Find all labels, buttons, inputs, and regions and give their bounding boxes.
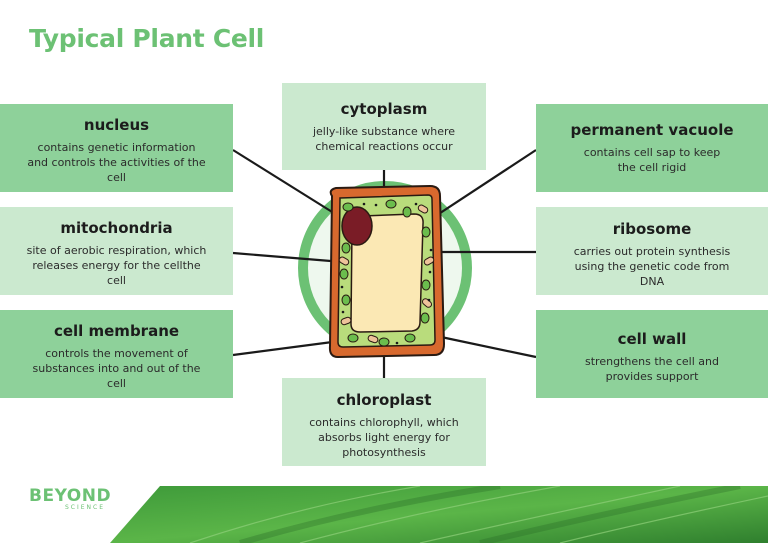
label-chloroplast-desc: contains chlorophyll, which absorbs ligh… — [309, 416, 459, 459]
ribosome-dot — [362, 202, 366, 206]
label-nucleus-desc: contains genetic information and control… — [27, 141, 206, 184]
ribosomes — [340, 202, 433, 345]
chloroplast-1 — [342, 202, 354, 212]
ribosome-dot — [340, 285, 344, 289]
ribosome-dot — [395, 341, 399, 345]
mitochondrion-4 — [338, 256, 350, 266]
label-cell-wall: cell wall strengthens the cell and provi… — [536, 310, 768, 398]
beyond-science-logo[interactable]: BEYOND SCIENCE — [29, 486, 111, 511]
chloroplast-3 — [402, 206, 412, 218]
logo-sub-text: SCIENCE — [65, 504, 106, 511]
mitochondrion-1 — [417, 204, 429, 214]
label-mitochondria-title: mitochondria — [60, 219, 173, 237]
chloroplast-12 — [404, 333, 416, 343]
label-cell-wall-title: cell wall — [617, 330, 687, 348]
leaf-banner-image — [110, 486, 768, 543]
label-nucleus-title: nucleus — [83, 116, 150, 134]
chloroplast-4 — [421, 226, 431, 238]
chloroplast-2 — [385, 199, 397, 209]
label-permanent-vacuole-title: permanent vacuole — [570, 121, 734, 139]
label-ribosome-desc: carries out protein synthesis using the … — [573, 245, 731, 288]
label-chloroplast-title: chloroplast — [336, 391, 432, 409]
ribosome-dot — [414, 202, 418, 206]
logo-main-text: BEYOND — [29, 486, 112, 506]
chloroplast-11 — [378, 337, 390, 347]
label-nucleus: nucleus contains genetic information and… — [0, 104, 233, 192]
leader-mitochondria — [232, 251, 344, 264]
chloroplast-9 — [341, 294, 351, 306]
leader-membrane — [232, 339, 341, 357]
label-cell-membrane: cell membrane controls the movement of s… — [0, 310, 233, 398]
label-cytoplasm-title: cytoplasm — [340, 100, 428, 118]
mitochondria — [338, 204, 435, 344]
label-mitochondria-desc: site of aerobic respiration, which relea… — [26, 244, 207, 287]
mitochondrion-5 — [340, 316, 352, 326]
label-cytoplasm-desc: jelly-like substance where chemical reac… — [312, 125, 456, 153]
nucleus-shape — [341, 206, 373, 246]
ribosome-dot — [341, 310, 345, 314]
label-chloroplast: chloroplast contains chlorophyll, which … — [282, 378, 486, 466]
mitochondrion-6 — [367, 334, 379, 344]
label-permanent-vacuole: permanent vacuole contains cell sap to k… — [536, 104, 768, 192]
label-ribosome: ribosome carries out protein synthesis u… — [536, 207, 768, 295]
label-cell-membrane-title: cell membrane — [53, 322, 180, 340]
ribosome-dot — [429, 248, 433, 252]
chloroplast-7 — [341, 242, 351, 254]
ribosome-dot — [428, 270, 432, 274]
chloroplast-5 — [421, 279, 431, 291]
label-cell-wall-desc: strengthens the cell and provides suppor… — [585, 355, 719, 383]
ribosome-dot — [374, 203, 378, 207]
label-mitochondria: mitochondria site of aerobic respiration… — [0, 207, 233, 295]
page-title: Typical Plant Cell — [29, 24, 265, 53]
chloroplast-8 — [339, 268, 349, 280]
leader-cell-wall — [440, 335, 537, 359]
plant-cell-diagram — [232, 149, 537, 378]
mitochondrion-2 — [423, 256, 435, 266]
chloroplast-6 — [420, 312, 430, 324]
chloroplast-10 — [347, 333, 359, 343]
label-permanent-vacuole-desc: contains cell sap to keep the cell rigid — [583, 146, 721, 174]
ribosome-dot — [427, 298, 431, 302]
leader-nucleus — [232, 149, 346, 221]
label-cytoplasm: cytoplasm jelly-like substance where che… — [282, 83, 486, 170]
label-cell-membrane-desc: controls the movement of substances into… — [32, 347, 201, 390]
chloroplasts — [339, 199, 431, 347]
label-ribosome-title: ribosome — [612, 220, 692, 238]
